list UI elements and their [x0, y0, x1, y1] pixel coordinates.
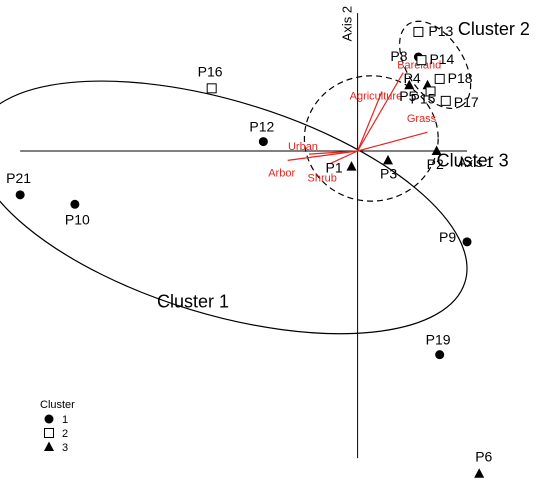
point-label-p13: P13 [428, 23, 453, 39]
point-p10 [70, 199, 80, 209]
point-label-p10: P10 [65, 211, 90, 227]
point-label-p19: P19 [426, 332, 451, 348]
vector-agriculture [357, 91, 383, 152]
point-label-p21: P21 [6, 170, 31, 186]
point-label-p18: P18 [448, 70, 473, 86]
legend-label-1: 1 [62, 414, 68, 426]
point-label-p16: P16 [198, 63, 223, 79]
legend-marker-2 [44, 428, 54, 438]
vector-label-bareland: Bareland [397, 60, 441, 72]
axes: Axis 1 Axis 2 [20, 6, 493, 459]
vector-label-arbor: Arbor [268, 167, 295, 179]
point-p6 [474, 468, 485, 478]
point-p19 [435, 350, 445, 360]
vector-label-shrub: Shrub [308, 173, 337, 185]
cluster-ellipses [0, 20, 472, 335]
point-p21 [15, 190, 25, 200]
vector-bareland [357, 72, 404, 152]
point-label-p17: P17 [454, 94, 479, 110]
legend-label-2: 2 [62, 428, 68, 440]
point-p12 [258, 137, 268, 147]
vector-label-urban: Urban [288, 141, 318, 153]
point-p5 [404, 79, 415, 90]
point-label-p5: P5 [399, 88, 416, 104]
point-p15 [425, 86, 436, 97]
vector-shrub [329, 150, 358, 165]
legend-label-3: 3 [62, 442, 68, 454]
point-label-p2: P2 [427, 156, 444, 172]
legend-title: Cluster [40, 399, 75, 411]
point-p17 [440, 95, 451, 106]
point-label-p1: P1 [326, 160, 343, 176]
point-label-p4: P4 [404, 70, 421, 86]
point-p16 [206, 83, 217, 94]
point-label-p6: P6 [475, 449, 492, 465]
cluster-ellipse-2 [399, 20, 472, 110]
cluster-ellipse-3 [303, 75, 439, 202]
point-p18 [434, 73, 445, 84]
vector-arbor [287, 150, 358, 161]
cluster-labels: Cluster 1 Cluster 2 Cluster 3 [157, 19, 530, 312]
vector-label-grass: Grass [407, 113, 437, 125]
x-axis-label: Axis 1 [458, 155, 493, 170]
point-label-p8: P8 [390, 48, 407, 64]
point-label-p12: P12 [249, 119, 274, 135]
legend: Cluster 1 2 3 [40, 399, 75, 454]
point-p13 [413, 26, 424, 37]
point-label-p9: P9 [439, 229, 456, 245]
legend-marker-1 [44, 414, 54, 424]
vector-label-agriculture: Agriculture [350, 90, 403, 102]
point-p1 [346, 161, 357, 171]
point-label-p3: P3 [380, 165, 397, 181]
cluster-label-1: Cluster 1 [157, 292, 229, 312]
y-axis-label: Axis 2 [340, 6, 355, 41]
legend-marker-3 [44, 441, 54, 451]
cluster-ellipse-1 [0, 80, 468, 335]
point-p14 [416, 55, 427, 66]
vector-grass [357, 131, 428, 152]
cluster-label-2: Cluster 2 [458, 19, 530, 39]
point-p9 [462, 237, 472, 247]
point-label-p14: P14 [429, 51, 454, 67]
point-label-p15: P15 [411, 90, 436, 106]
cluster-label-3: Cluster 3 [437, 151, 509, 171]
point-p2 [431, 145, 442, 155]
point-p3 [383, 154, 393, 165]
